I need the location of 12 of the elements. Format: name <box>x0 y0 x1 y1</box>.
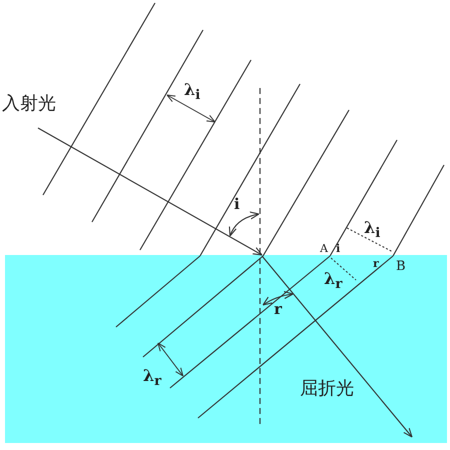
label-text: 入射光 <box>2 95 56 113</box>
angle-label: i <box>234 197 240 212</box>
point-label: A <box>320 243 328 254</box>
wavelength-label: λ$_{r}$ <box>143 368 162 389</box>
angle-label: r <box>373 258 379 269</box>
label-text: 屈折光 <box>300 380 354 398</box>
angle-label: i <box>336 243 340 254</box>
wavelength-label: λ$_{r}$ <box>324 271 342 292</box>
wavelength-label: λ$_{i}$ <box>364 220 380 241</box>
point-label: B <box>396 260 406 273</box>
wavelength-label: λ$_{i}$ <box>184 82 200 103</box>
angle-label: r <box>274 302 282 317</box>
